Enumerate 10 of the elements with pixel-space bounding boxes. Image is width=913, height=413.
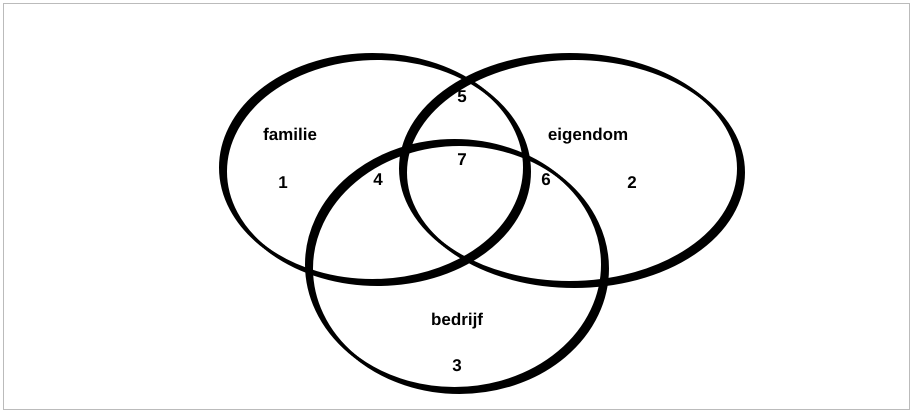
region-number: 4 [373,170,383,190]
set-label: eigendom [548,125,628,145]
region-number: 3 [452,356,462,376]
set-label: familie [263,125,317,145]
region-number: 5 [457,87,467,107]
region-number: 6 [541,170,551,190]
set-label: bedrijf [431,310,483,330]
region-number: 7 [457,150,467,170]
region-number: 1 [278,173,288,193]
region-number: 2 [627,173,637,193]
